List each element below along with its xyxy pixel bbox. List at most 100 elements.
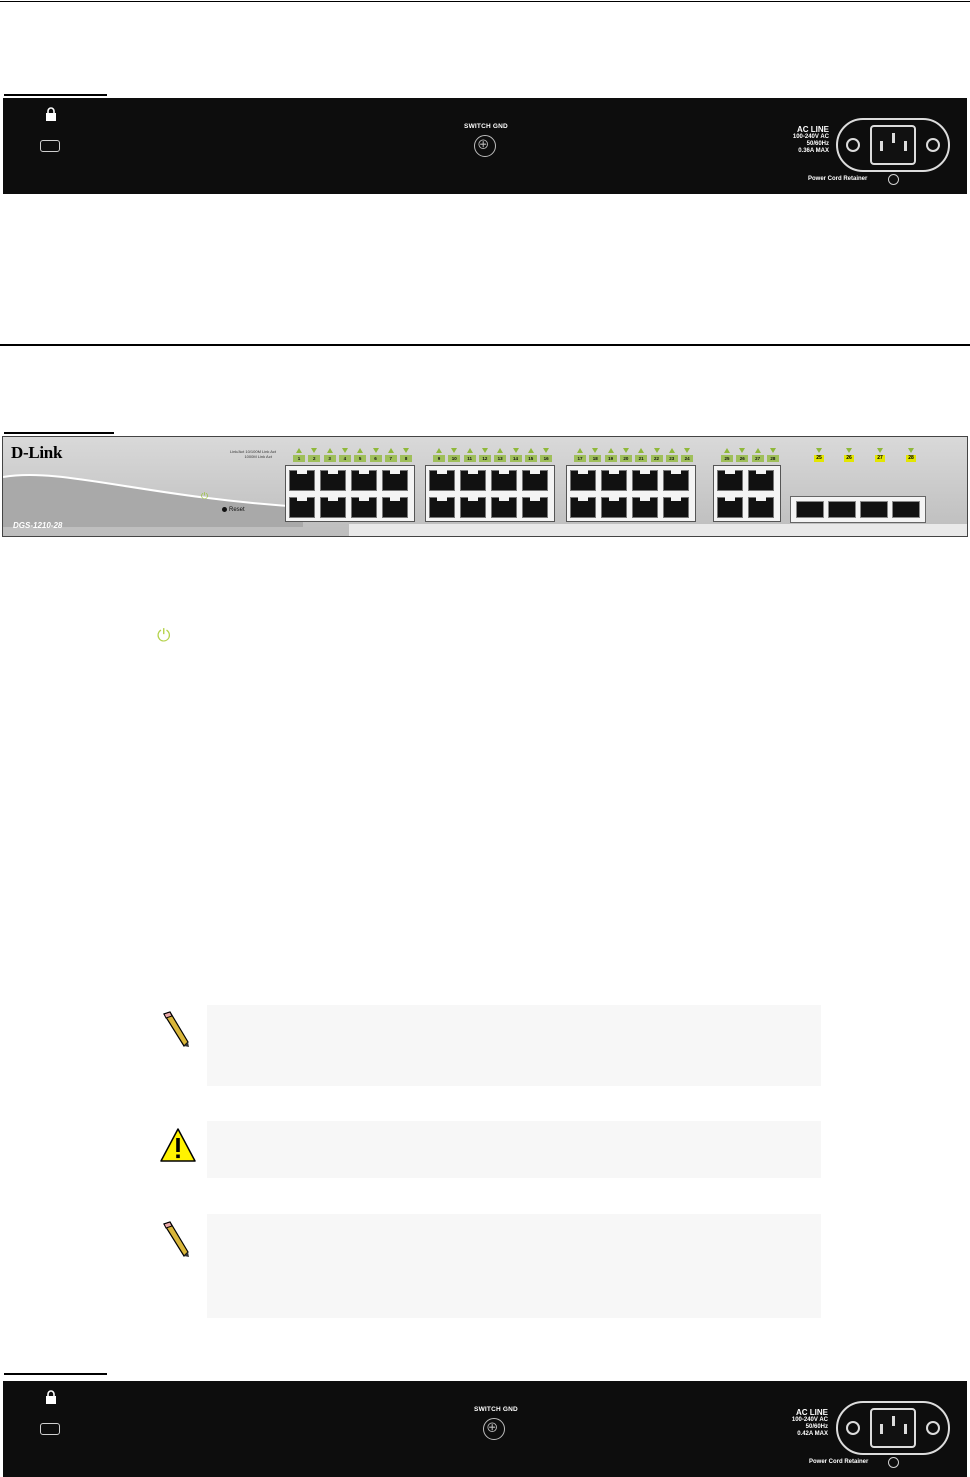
- figure-caption-underline: [4, 1373, 107, 1375]
- port-number-label: 5: [354, 455, 367, 462]
- sfp-number-label: 26: [844, 455, 854, 462]
- port-led-icon: [653, 448, 660, 453]
- pencil-note-icon: [163, 1011, 189, 1047]
- sfp-port[interactable]: [892, 501, 920, 518]
- port-number-label: 27: [751, 455, 764, 462]
- port-number-label: 23: [665, 455, 678, 462]
- rj45-port[interactable]: [460, 497, 486, 518]
- ac-line-label: AC LINE: [797, 125, 829, 134]
- port-number-label: 21: [635, 455, 648, 462]
- legend-act: Act: [270, 449, 277, 454]
- rj45-port[interactable]: [748, 470, 774, 491]
- ac-current: 0.42A MAX: [797, 1431, 828, 1437]
- rj45-port[interactable]: [351, 497, 377, 518]
- port-led-icon: [739, 448, 746, 453]
- port-number-label: 7: [384, 455, 397, 462]
- ground-screw-icon: [483, 1418, 505, 1440]
- ac-line-label: AC LINE: [796, 1408, 828, 1417]
- rj45-port[interactable]: [601, 497, 627, 518]
- note-box: [207, 1214, 821, 1318]
- sfp-number-label: 25: [814, 455, 824, 462]
- rear-panel-figure: SWITCH GND AC LINE 100-240V AC 50/60Hz 0…: [3, 98, 967, 194]
- port-led-icon: [326, 448, 333, 453]
- rj45-port[interactable]: [632, 470, 658, 491]
- legend-line2: 1000M: [244, 454, 257, 459]
- sfp-number-label: 27: [875, 455, 885, 462]
- sfp-port[interactable]: [796, 501, 824, 518]
- rj45-port[interactable]: [601, 470, 627, 491]
- port-number-label: 8: [400, 455, 413, 462]
- rj45-port[interactable]: [320, 497, 346, 518]
- port-led-icon: [372, 448, 379, 453]
- rj45-port[interactable]: [382, 497, 408, 518]
- port-number-label: 19: [604, 455, 617, 462]
- mount-hole: [926, 138, 940, 152]
- rj45-port[interactable]: [429, 470, 455, 491]
- port-number-label: 14: [509, 455, 522, 462]
- port-led-icon: [512, 448, 519, 453]
- port-led-icon: [543, 448, 550, 453]
- rj45-port[interactable]: [429, 497, 455, 518]
- legend-link: Link: [262, 449, 270, 454]
- port-led-icon: [577, 448, 583, 453]
- front-panel-figure: D-Link DGS-1210-28 Link/Act 10/100M Link…: [2, 436, 968, 537]
- rj45-port[interactable]: [717, 497, 743, 518]
- ac-frequency: 50/60Hz: [806, 141, 829, 147]
- rj45-port[interactable]: [748, 497, 774, 518]
- model-label: DGS-1210-28: [13, 521, 63, 530]
- port-led-icon: [311, 448, 318, 453]
- port-led-icon: [296, 448, 302, 453]
- rj45-port[interactable]: [522, 470, 548, 491]
- security-slot: [40, 1423, 60, 1435]
- rj45-port[interactable]: [289, 470, 315, 491]
- rj45-port[interactable]: [663, 470, 689, 491]
- port-led-icon: [341, 448, 348, 453]
- mount-hole: [846, 138, 860, 152]
- port-led-icon: [638, 448, 645, 453]
- section-rule: [0, 344, 970, 346]
- port-number-label: 1: [293, 455, 305, 462]
- rj45-port[interactable]: [289, 497, 315, 518]
- ac-current: 0.36A MAX: [798, 148, 829, 154]
- port-number-label: 18: [589, 455, 602, 462]
- port-number-label: 22: [650, 455, 663, 462]
- rj45-port[interactable]: [491, 470, 517, 491]
- rj45-port[interactable]: [460, 470, 486, 491]
- port-led-icon: [497, 448, 504, 453]
- port-number-label: 6: [369, 455, 382, 462]
- ac-voltage: 100-240V AC: [792, 134, 829, 140]
- power-cord-retainer-ring: [888, 174, 899, 185]
- rj45-port[interactable]: [570, 470, 596, 491]
- legend-line1: Link/Act 10/100M: [230, 449, 261, 454]
- reset-button[interactable]: Reset: [222, 507, 245, 513]
- rj45-port[interactable]: [522, 497, 548, 518]
- sfp-led-icon: [908, 448, 914, 453]
- figure-caption-underline: [4, 432, 114, 434]
- warning-triangle-icon: [160, 1128, 196, 1162]
- ac-power-socket: [870, 125, 916, 165]
- port-group: [566, 465, 696, 522]
- sfp-led-icon: [877, 448, 883, 453]
- port-group: [285, 465, 415, 522]
- sfp-led-icon: [846, 448, 852, 453]
- rj45-port[interactable]: [382, 470, 408, 491]
- rj45-port[interactable]: [632, 497, 658, 518]
- bottom-strip: [349, 524, 967, 536]
- power-cord-retainer-label: Power Cord Retainer: [808, 176, 868, 182]
- rj45-port[interactable]: [663, 497, 689, 518]
- ac-rating-block: AC LINE 100-240V AC 50/60Hz 0.36A MAX: [749, 125, 829, 155]
- rj45-port[interactable]: [320, 470, 346, 491]
- port-led-icon: [451, 448, 458, 453]
- rear-panel-figure: SWITCH GND AC LINE 100-240V AC 50/60Hz 0…: [3, 1381, 967, 1477]
- rj45-port[interactable]: [717, 470, 743, 491]
- sfp-port[interactable]: [828, 501, 856, 518]
- port-led-icon: [769, 448, 776, 453]
- rj45-port[interactable]: [351, 470, 377, 491]
- rj45-port[interactable]: [491, 497, 517, 518]
- port-number-label: 17: [574, 455, 586, 462]
- figure-caption-underline: [4, 94, 107, 96]
- sfp-port[interactable]: [860, 501, 888, 518]
- rj45-port[interactable]: [570, 497, 596, 518]
- switch-gnd-label: SWITCH GND: [474, 1406, 518, 1413]
- power-inlet-plate: [836, 1401, 950, 1455]
